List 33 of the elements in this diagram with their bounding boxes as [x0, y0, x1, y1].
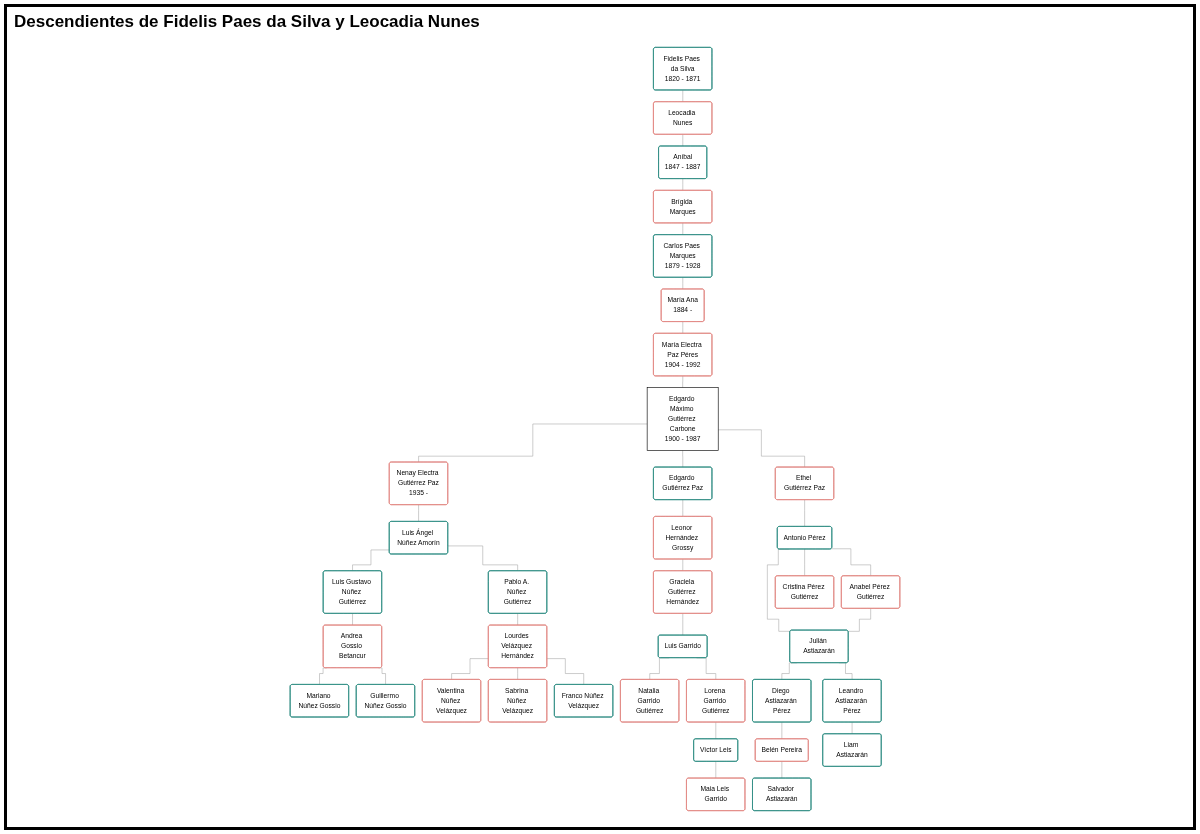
connector [682, 178, 684, 191]
connector [682, 558, 684, 572]
connector [447, 545, 518, 572]
connector [715, 722, 717, 740]
connector [682, 613, 684, 636]
connector [451, 658, 489, 680]
connector [352, 613, 353, 626]
connector [717, 429, 805, 468]
connector [804, 499, 805, 527]
connector [682, 89, 684, 103]
connector [682, 321, 684, 334]
connector [781, 722, 783, 740]
connector [847, 608, 872, 632]
connector [517, 613, 518, 626]
connector [319, 667, 327, 685]
connector [682, 277, 684, 290]
connector [804, 548, 805, 577]
connector [830, 548, 872, 577]
connector [781, 761, 783, 779]
connector [418, 504, 419, 522]
connector [715, 761, 717, 779]
connector [517, 667, 518, 680]
connector [682, 375, 684, 388]
connector [682, 222, 684, 236]
connector [682, 134, 684, 147]
connector [767, 548, 791, 632]
connector [378, 667, 386, 685]
connector [546, 658, 585, 685]
connector [682, 499, 684, 517]
connector [418, 423, 648, 463]
connector [682, 450, 684, 468]
diagram-title: Descendientes de Fidelis Paes da Silva y Leocadia Nunes [14, 12, 480, 32]
connector [352, 549, 390, 572]
